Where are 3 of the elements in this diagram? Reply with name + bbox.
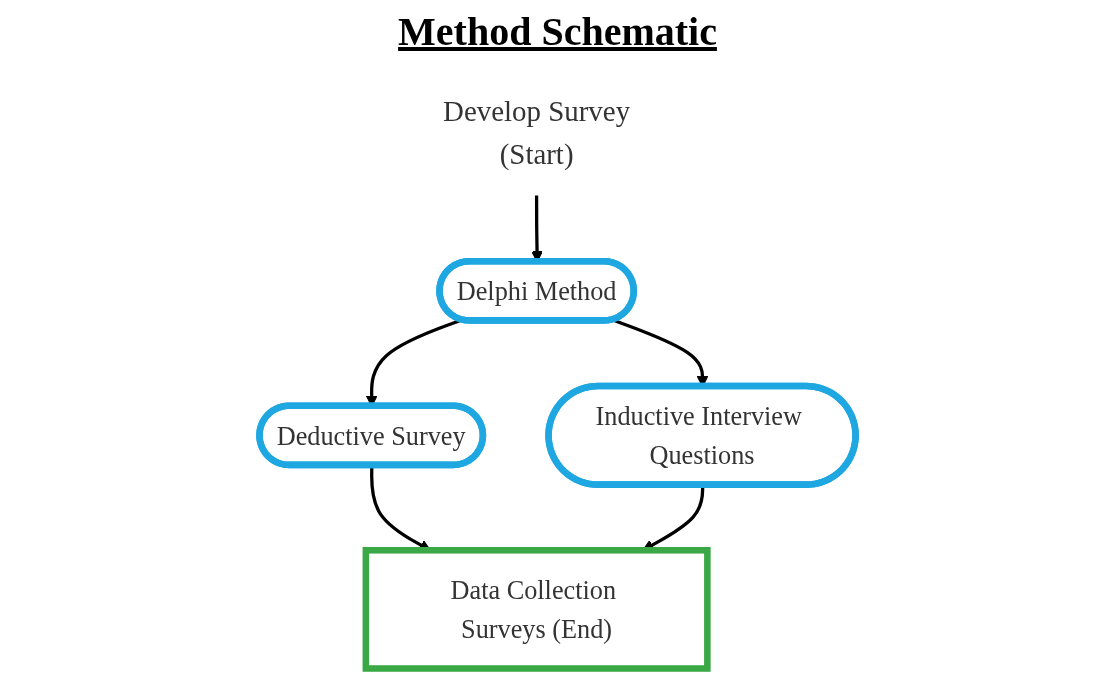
node-box: Data Collection Surveys (End) [362, 547, 711, 672]
diagram-title: Method Schematic [397, 8, 718, 55]
node-text: Develop Survey (Start) [443, 94, 631, 171]
